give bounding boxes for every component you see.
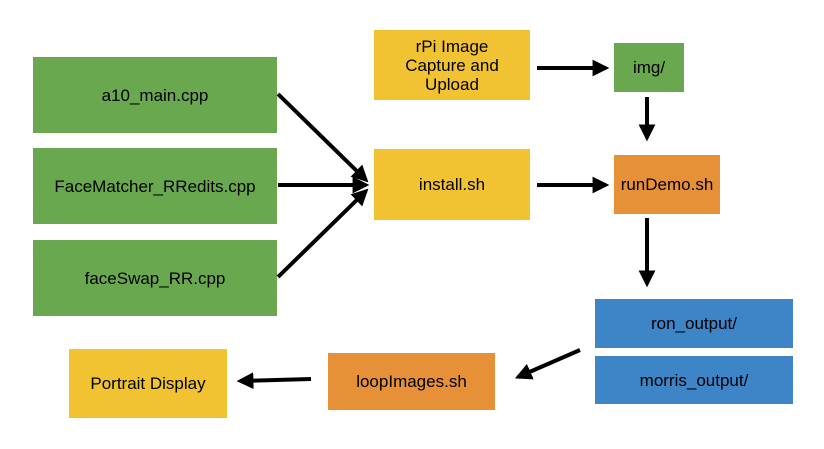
edge-loopimages-to-portrait [236, 372, 312, 390]
node-a10-main: a10_main.cpp [33, 57, 277, 133]
node-facematcher: FaceMatcher_RRedits.cpp [33, 148, 277, 224]
node-rundemo: runDemo.sh [614, 155, 720, 214]
node-ron-output: ron_output/ [595, 299, 793, 348]
node-morris-output: morris_output/ [595, 356, 793, 404]
edge-a10-to-install [276, 92, 369, 183]
node-install: install.sh [374, 149, 530, 220]
node-faceswap: faceSwap_RR.cpp [33, 240, 277, 316]
node-portrait-display: Portrait Display [69, 349, 227, 418]
node-loopimages: loopImages.sh [328, 353, 495, 410]
node-img-dir: img/ [614, 43, 684, 92]
edge-faceswap-to-install [276, 188, 369, 279]
edge-ron-to-loopimages [514, 348, 581, 380]
node-rpi-capture: rPi Image Capture and Upload [374, 30, 530, 100]
